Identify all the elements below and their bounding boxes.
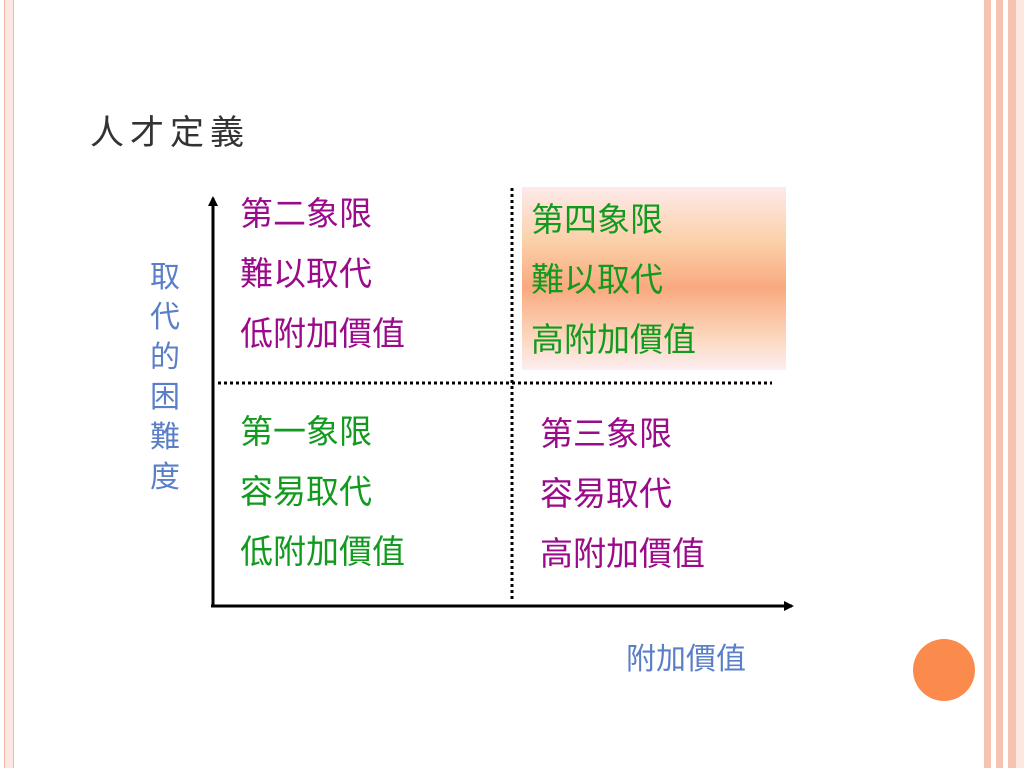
quadrant-1-value: 低附加價值	[240, 532, 405, 571]
slide-frame-right-stripe	[996, 0, 1003, 768]
slide-frame-right-stripe	[984, 0, 991, 768]
quadrant-4-highlight	[522, 187, 786, 370]
quadrant-2: 第二象限 難以取代 低附加價值	[240, 184, 405, 364]
slide-frame-right-stripe	[1008, 0, 1016, 768]
x-axis-label: 附加價值	[626, 642, 746, 677]
y-axis-label: 取代的困難度	[150, 260, 180, 495]
quadrant-4-name: 第四象限	[531, 200, 663, 239]
quadrant-4: 第四象限 難以取代 高附加價值	[531, 190, 696, 370]
quadrant-3-name: 第三象限	[540, 414, 672, 453]
quadrant-4-difficulty: 難以取代	[531, 260, 663, 299]
quadrant-2-difficulty: 難以取代	[240, 254, 372, 293]
quadrant-2-value: 低附加價值	[240, 314, 405, 353]
slide-frame-right-gap	[1003, 0, 1008, 768]
quadrant-1-name: 第一象限	[240, 412, 372, 451]
quadrant-3-difficulty: 容易取代	[540, 474, 672, 513]
quadrant-2-name: 第二象限	[240, 194, 372, 233]
slide-title: 人才定義	[90, 113, 250, 153]
quadrant-3-value: 高附加價值	[540, 534, 705, 573]
decorative-orange-circle	[913, 639, 975, 701]
quadrant-1: 第一象限 容易取代 低附加價值	[240, 402, 405, 582]
quadrant-1-difficulty: 容易取代	[240, 472, 372, 511]
quadrant-4-value: 高附加價值	[531, 320, 696, 359]
slide-frame-right-gap	[991, 0, 996, 768]
slide-frame-right-edge	[1016, 0, 1024, 768]
quadrant-3: 第三象限 容易取代 高附加價值	[540, 404, 705, 584]
slide-frame-left	[4, 0, 14, 768]
